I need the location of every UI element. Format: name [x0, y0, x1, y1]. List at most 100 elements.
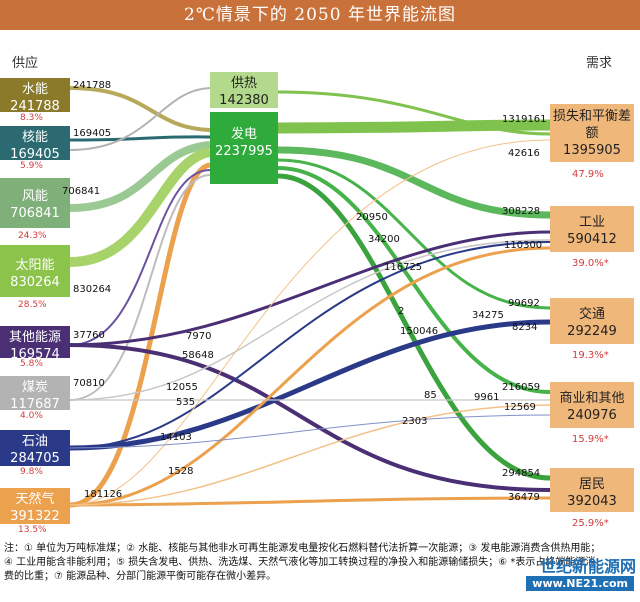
flow-label-12055: 12055: [166, 382, 198, 393]
flow-power-losses: [277, 119, 551, 134]
supply-side-hydro: 241788: [73, 80, 112, 91]
in-commercial-bottom: 12569: [504, 402, 536, 413]
heat-box: 供热 142380: [210, 72, 278, 108]
flow-hydro-power: [69, 86, 211, 132]
in-losses-bottom: 42616: [508, 148, 540, 159]
supply-side-coal: 70810: [73, 378, 105, 389]
supply-label-solar: 太阳能: [15, 258, 55, 273]
flow-heat-in: [69, 87, 211, 151]
flow-nuclear-power: [69, 135, 211, 142]
supply-pct-other: 5.8%: [20, 359, 43, 369]
supply-side-nuclear: 169405: [73, 128, 112, 139]
flow-thin-1: [69, 139, 551, 506]
flow-label-7970: 7970: [186, 331, 212, 342]
flow-label-58648: 58648: [182, 350, 214, 361]
flow-oil-industry: [69, 241, 551, 449]
demand-value-losses: 1395905: [563, 143, 621, 158]
in-transport-bottom: 8234: [512, 322, 538, 333]
supply-header: 供应: [12, 56, 39, 71]
footnote: 注：① 单位为万吨标准煤；② 水能、核能与其他非水可再生能源发电量按化石燃料替代…: [4, 543, 601, 582]
power-label: 发电: [230, 127, 257, 142]
supply-pct-hydro: 8.3%: [20, 113, 43, 123]
flow-solar-power: [69, 147, 212, 267]
supply-pct-oil: 9.8%: [20, 467, 43, 477]
flow-other-power: [69, 169, 211, 346]
demand-pct-industry: 39.0%*: [572, 258, 609, 269]
flow-gas-industry: [69, 246, 551, 507]
heat-label: 供热: [230, 76, 257, 91]
demand-box-transport: 交通 292249: [550, 298, 634, 344]
in-industry-bottom: 110300: [504, 240, 543, 251]
supply-box-coal: 煤炭 117687: [0, 376, 70, 412]
supply-value-coal: 117687: [10, 397, 60, 412]
flow-power-transport: [277, 158, 551, 310]
title-banner: 2℃情景下的 2050 年世界能流图: [0, 0, 640, 30]
demand-value-commercial: 240976: [567, 408, 617, 423]
demand-label-losses: 损失和平衡差额: [552, 109, 631, 141]
flow-power-commercial: [277, 166, 551, 394]
flow-power-residential: [277, 173, 551, 481]
demand-box-losses: 损失和平衡差额 1395905: [550, 104, 634, 162]
supply-pct-wind: 24.3%: [18, 231, 47, 241]
flow-label-535: 535: [176, 397, 196, 408]
watermark-logo: 世纪新能源网: [539, 557, 636, 576]
supply-box-gas: 天然气 391322: [0, 488, 70, 524]
demand-pct-transport: 19.3%*: [572, 350, 609, 361]
supply-side-solar: 830264: [73, 284, 112, 295]
supply-label-other: 其他能源: [8, 330, 61, 345]
demand-value-transport: 292249: [567, 324, 617, 339]
supply-pct-coal: 4.0%: [20, 411, 43, 421]
in-losses-top: 1319161: [502, 114, 547, 125]
flow-oil-transport: [69, 319, 551, 451]
in-residential-top: 294854: [502, 468, 541, 479]
supply-side-wind: 706841: [62, 186, 101, 197]
flow-gas-residential: [69, 496, 551, 507]
demand-label-residential: 居民: [578, 477, 605, 492]
watermark-url: www.NE21.com: [526, 576, 634, 591]
flow-other-industry: [69, 230, 551, 347]
in-transport-top: 99692: [508, 298, 540, 309]
flow-thin-2: [69, 414, 551, 449]
flow-label-34200: 34200: [368, 234, 400, 245]
supply-value-other: 169574: [10, 347, 60, 362]
flow-coal-industry: [69, 239, 551, 401]
demand-header: 需求: [586, 56, 613, 71]
demand-label-commercial: 商业和其他: [559, 391, 625, 406]
flow-label-34275: 34275: [472, 310, 504, 321]
supply-box-hydro: 水能 241788: [0, 78, 70, 114]
flow-heat-losses: [277, 90, 551, 136]
demand-label-industry: 工业: [578, 215, 605, 230]
flow-label-116725: 116725: [384, 262, 423, 273]
supply-value-gas: 391322: [10, 509, 60, 524]
in-commercial-top: 216059: [502, 382, 541, 393]
supply-label-coal: 煤炭: [21, 380, 48, 395]
flow-label-2303: 2303: [402, 416, 428, 427]
demand-pct-losses: 47.9%: [572, 169, 604, 180]
demand-pct-residential: 25.9%*: [572, 518, 609, 529]
supply-box-other: 其他能源 169574: [0, 326, 70, 362]
flow-label-85: 85: [424, 390, 437, 401]
demand-value-residential: 392043: [567, 494, 617, 509]
supply-label-nuclear: 核能: [21, 130, 48, 145]
supply-side-other: 37760: [73, 330, 105, 341]
flow-wind-power: [69, 141, 211, 212]
demand-pct-commercial: 15.9%*: [572, 434, 609, 445]
supply-value-solar: 830264: [10, 275, 60, 290]
flow-label-1528: 1528: [168, 466, 194, 477]
flow-label-9961: 9961: [474, 392, 500, 403]
supply-value-wind: 706841: [10, 206, 60, 221]
supply-label-oil: 石油: [21, 434, 48, 449]
flow-power-industry: [277, 146, 551, 219]
supply-pct-gas: 13.5%: [18, 525, 47, 535]
heat-value: 142380: [219, 93, 269, 108]
demand-box-industry: 工业 590412: [550, 206, 634, 252]
supply-box-wind: 风能 706841: [0, 178, 70, 228]
flow-other-residential: [69, 343, 551, 492]
page-title: 2℃情景下的 2050 年世界能流图: [184, 5, 456, 25]
supply-box-nuclear: 核能 169405: [0, 126, 70, 162]
supply-label-gas: 天然气: [15, 492, 55, 507]
supply-value-nuclear: 169405: [10, 147, 60, 162]
supply-box-solar: 太阳能 830264: [0, 245, 70, 297]
flow-label-20950: 20950: [356, 212, 388, 223]
